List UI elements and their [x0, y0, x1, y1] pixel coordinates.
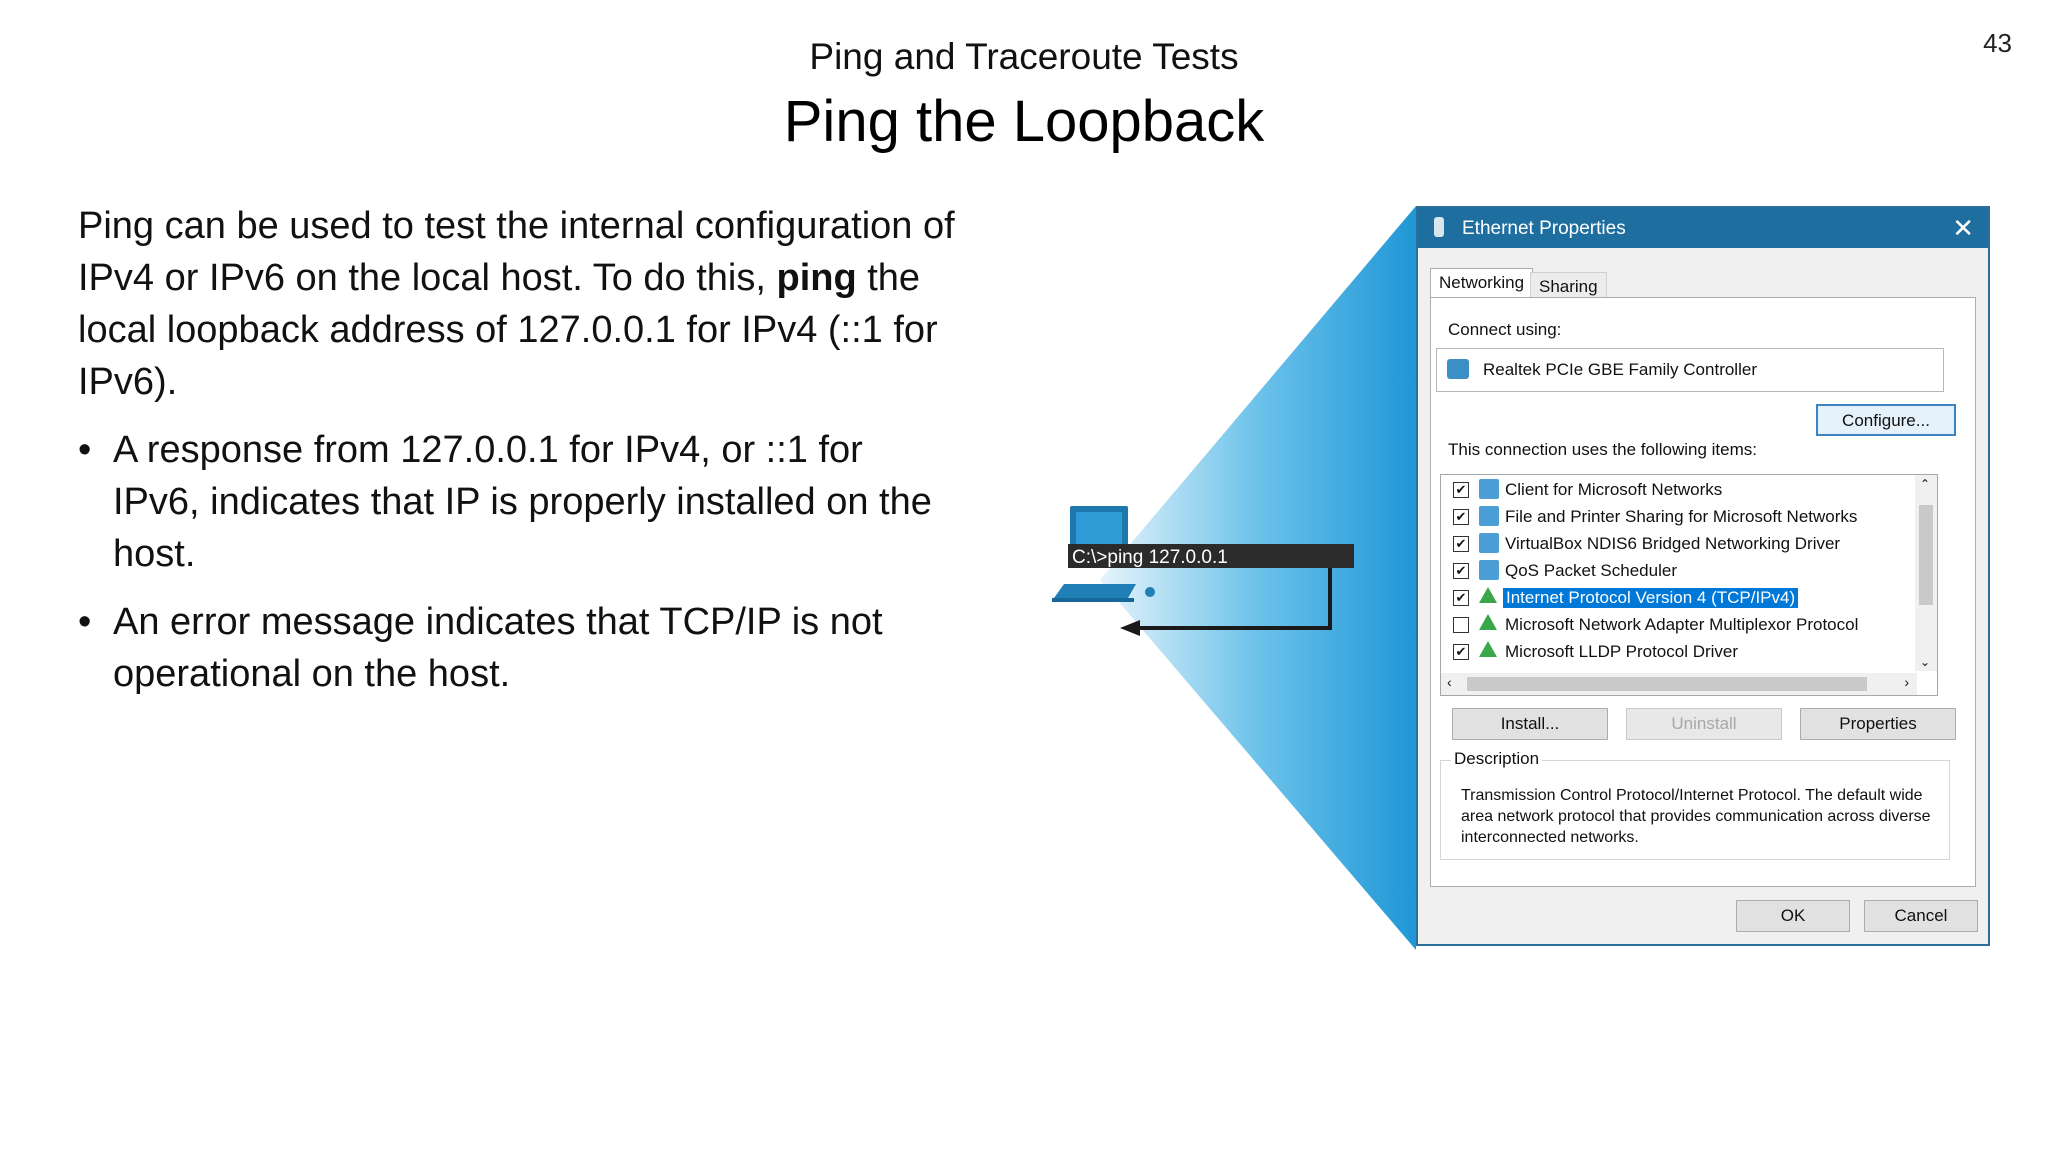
items-label: This connection uses the following items…: [1448, 440, 1757, 459]
uninstall-button[interactable]: Uninstall: [1626, 708, 1782, 740]
scroll-left-icon[interactable]: ‹: [1447, 674, 1452, 690]
components-list[interactable]: ✔ Client for Microsoft Networks ✔ File a…: [1440, 474, 1938, 696]
laptop-icon: [1052, 506, 1155, 602]
ethernet-properties-dialog: Ethernet Properties ✕ Networking Sharing…: [1416, 206, 1990, 946]
description-group: Description Transmission Control Protoco…: [1440, 749, 1950, 860]
checkbox[interactable]: ✔: [1453, 509, 1469, 525]
dialog-titlebar: Ethernet Properties ✕: [1418, 208, 1988, 248]
network-client-icon: [1479, 479, 1499, 499]
protocol-icon: [1479, 641, 1497, 657]
list-item[interactable]: ✔ Client for Microsoft Networks: [1441, 477, 1911, 504]
arrow-head-icon: [1120, 620, 1140, 636]
slide-title: Ping the Loopback: [783, 89, 1265, 154]
loopback-illustration: C:\>ping 127.0.0.1: [1052, 206, 1416, 950]
loopback-arrow: [1128, 556, 1332, 630]
ok-button[interactable]: OK: [1736, 900, 1850, 932]
bullet-list: A response from 127.0.0.1 for IPv4, or :…: [78, 424, 958, 700]
horizontal-scrollbar[interactable]: ‹ ›: [1441, 673, 1917, 695]
checkbox[interactable]: ✔: [1453, 563, 1469, 579]
protocol-icon: [1479, 587, 1497, 603]
adapter-field: Realtek PCIe GBE Family Controller: [1436, 348, 1944, 392]
network-service-icon: [1479, 560, 1499, 580]
list-item[interactable]: ✔ QoS Packet Scheduler: [1441, 558, 1911, 585]
list-item[interactable]: Microsoft Network Adapter Multiplexor Pr…: [1441, 612, 1911, 639]
connect-using-label: Connect using:: [1448, 320, 1562, 339]
configure-button[interactable]: Configure...: [1816, 404, 1956, 436]
scroll-thumb[interactable]: [1467, 677, 1867, 691]
checkbox[interactable]: [1453, 617, 1469, 633]
checkbox[interactable]: ✔: [1453, 644, 1469, 660]
ping-command: C:\>ping 127.0.0.1: [1072, 547, 1228, 568]
list-item[interactable]: ✔ VirtualBox NDIS6 Bridged Networking Dr…: [1441, 531, 1911, 558]
slide-number: 43: [1983, 28, 2012, 58]
network-service-icon: [1479, 533, 1499, 553]
bullet-item: A response from 127.0.0.1 for IPv4, or :…: [78, 424, 958, 580]
slide-subtitle: Ping and Traceroute Tests: [809, 36, 1239, 77]
protocol-icon: [1479, 614, 1497, 630]
network-adapter-icon: [1447, 359, 1469, 379]
scroll-down-icon[interactable]: ⌄: [1920, 655, 1931, 669]
checkbox[interactable]: ✔: [1453, 536, 1469, 552]
scroll-thumb[interactable]: [1919, 505, 1933, 605]
description-label: Description: [1451, 749, 1543, 769]
vertical-scrollbar[interactable]: ⌃ ⌄: [1915, 475, 1937, 671]
description-text: Transmission Control Protocol/Internet P…: [1461, 787, 1931, 846]
adapter-name: Realtek PCIe GBE Family Controller: [1483, 360, 1757, 379]
checkbox[interactable]: ✔: [1453, 590, 1469, 606]
slide-body: Ping can be used to test the internal co…: [78, 200, 958, 716]
bold-ping: ping: [776, 257, 857, 299]
ethernet-icon: [1434, 217, 1444, 237]
intro-paragraph: Ping can be used to test the internal co…: [78, 205, 955, 403]
bullet-item: An error message indicates that TCP/IP i…: [78, 596, 958, 700]
list-item[interactable]: ✔ Microsoft LLDP Protocol Driver: [1441, 639, 1911, 666]
checkbox[interactable]: ✔: [1453, 482, 1469, 498]
network-service-icon: [1479, 506, 1499, 526]
close-icon[interactable]: ✕: [1952, 213, 1974, 243]
list-item[interactable]: ✔ File and Printer Sharing for Microsoft…: [1441, 504, 1911, 531]
projection-cone: [1100, 206, 1416, 950]
install-button[interactable]: Install...: [1452, 708, 1608, 740]
tab-networking[interactable]: Networking: [1430, 268, 1534, 298]
list-item-selected[interactable]: ✔ Internet Protocol Version 4 (TCP/IPv4): [1441, 585, 1911, 612]
tab-sharing[interactable]: Sharing: [1530, 272, 1607, 298]
properties-button[interactable]: Properties: [1800, 708, 1956, 740]
scroll-right-icon[interactable]: ›: [1904, 674, 1909, 690]
scroll-up-icon[interactable]: ⌃: [1920, 477, 1931, 491]
dialog-title: Ethernet Properties: [1462, 218, 1626, 239]
cancel-button[interactable]: Cancel: [1864, 900, 1978, 932]
